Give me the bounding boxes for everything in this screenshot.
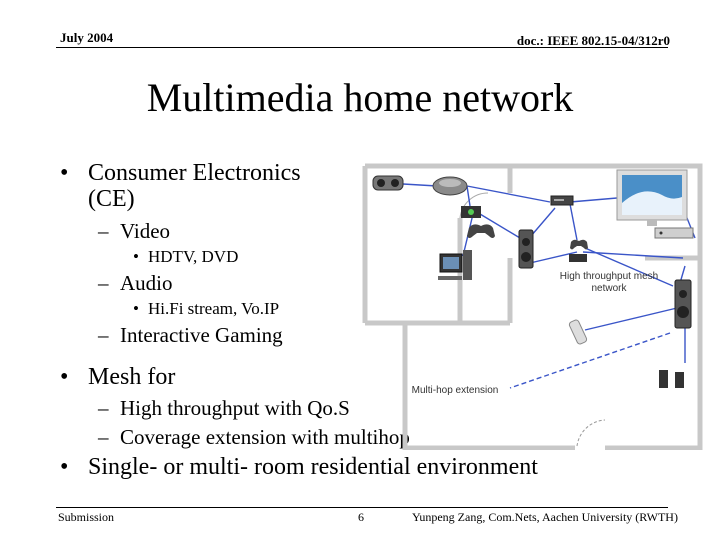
speaker-icon-right (674, 279, 692, 329)
bullet-mesh-sub1-marker: – (98, 396, 109, 420)
bullet-residential-marker: • (60, 454, 69, 480)
footer-submission: Submission (58, 510, 115, 524)
bullet-residential: Single- or multi- room residential envir… (88, 454, 538, 480)
console-icon-right (569, 254, 587, 262)
gamepad-icon (467, 224, 495, 238)
bullet-mesh-sub2: Coverage extension with multihop (120, 425, 410, 449)
bullet-audio-sub-marker: • (133, 299, 139, 318)
bullet-audio-sub: Hi.Fi stream, Vo.IP (148, 299, 280, 318)
game-console-icon (461, 206, 481, 218)
bullet-ce-line2: (CE) (88, 186, 135, 212)
header-doc-id: doc.: IEEE 802.15-04/312r0 (516, 33, 670, 48)
bullet-gaming: Interactive Gaming (120, 323, 283, 347)
bullet-mesh-marker: • (60, 364, 69, 390)
hdtv-icon (616, 169, 688, 226)
multihop-link (509, 332, 671, 389)
footer-author: Yunpeng Zang, Com.Nets, Aachen Universit… (412, 510, 678, 524)
bullet-ce-line1: Consumer Electronics (88, 160, 301, 186)
footer-divider (56, 507, 668, 508)
bullet-video-sub-marker: • (133, 247, 139, 266)
mobile-phone-icon (568, 319, 588, 345)
bullet-mesh-sub2-marker: – (98, 425, 109, 449)
bullet-video: Video (120, 219, 171, 243)
multihop-label: Multi-hop extension (412, 385, 499, 396)
floor-plan-walls (362, 163, 703, 450)
header-date: July 2004 (60, 30, 114, 45)
speaker-icon (518, 229, 534, 269)
bullet-ce-marker: • (60, 160, 69, 186)
door-arc (576, 419, 606, 447)
dvd-player-icon (550, 195, 574, 206)
gamepad-icon-right (570, 239, 588, 250)
media-player-icon (432, 176, 468, 196)
bullet-mesh-sub1: High throughput with Qo.S (120, 396, 350, 420)
bullet-video-sub: HDTV, DVD (148, 247, 239, 266)
bullet-audio: Audio (120, 271, 173, 295)
desktop-pc-icon (438, 250, 472, 280)
bullet-video-marker: – (98, 219, 109, 243)
webcam-icon (372, 175, 404, 191)
small-speakers-icon (659, 370, 684, 388)
bullet-gaming-marker: – (98, 323, 109, 347)
home-network-diagram: High throughput mesh network Multi-hop e… (362, 163, 703, 450)
slide-title: Multimedia home network (146, 75, 574, 120)
mesh-network-label-line1: High throughput mesh (560, 271, 658, 282)
header-divider (56, 47, 668, 48)
footer-page-number: 6 (358, 510, 364, 524)
bullet-mesh: Mesh for (88, 364, 176, 390)
set-top-box-icon (654, 227, 694, 239)
mesh-network-label-line2: network (591, 283, 627, 294)
bullet-audio-marker: – (98, 271, 109, 295)
